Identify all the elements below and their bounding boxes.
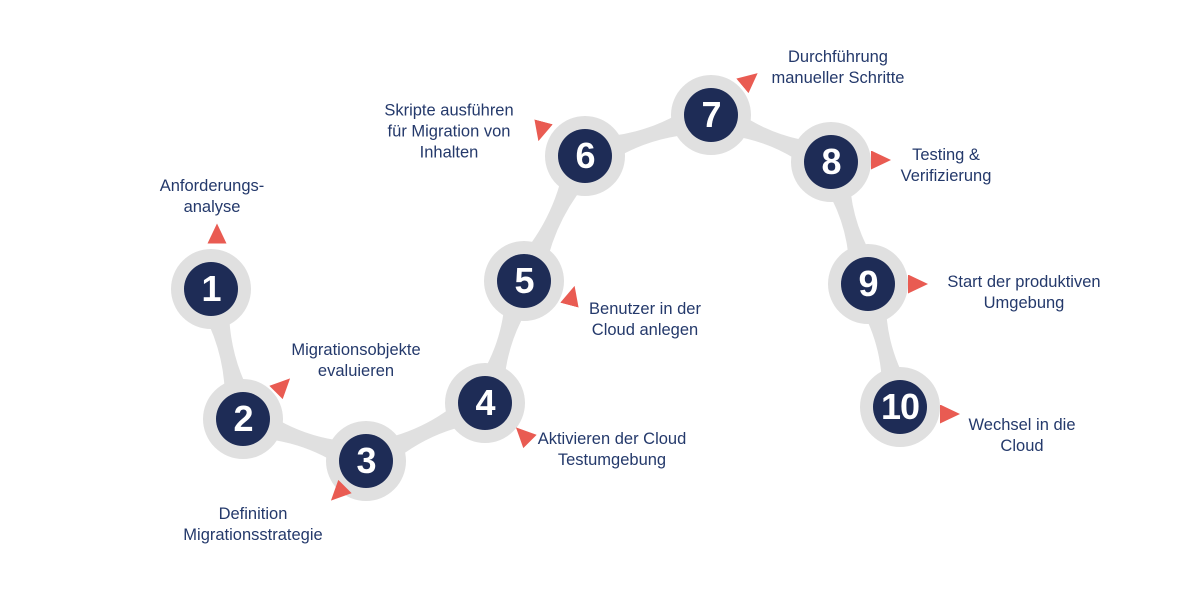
- step-10-node: 10: [873, 380, 927, 434]
- step-5-label: Benutzer in der Cloud anlegen: [589, 300, 701, 339]
- step-1-node: 1: [184, 262, 238, 316]
- step-4-number: 4: [475, 382, 495, 423]
- step-3-node: 3: [339, 434, 393, 488]
- step-7-label: Durchführung manueller Schritte: [771, 48, 905, 87]
- step-9-node: 9: [841, 257, 895, 311]
- step-7-number: 7: [701, 94, 721, 135]
- step-10-label: Wechsel in die Cloud: [968, 416, 1076, 455]
- step-4-node: 4: [458, 376, 512, 430]
- step-2-node: 2: [216, 392, 270, 446]
- step-2-number: 2: [233, 398, 253, 439]
- step-8-label: Testing & Verifizierung: [900, 146, 992, 185]
- step-8-node: 8: [804, 135, 858, 189]
- step-9-label: Start der produktiven Umgebung: [947, 273, 1101, 312]
- step-3-number: 3: [356, 440, 376, 481]
- step-4-label: Aktivieren der Cloud Testumgebung: [537, 430, 687, 469]
- step-8-number: 8: [821, 141, 841, 182]
- step-6-label: Skripte ausführen für Migration von Inha…: [384, 101, 514, 162]
- step-9-number: 9: [858, 263, 878, 304]
- step-10-number: 10: [880, 386, 920, 427]
- step-5-node: 5: [497, 254, 551, 308]
- step-7-node: 7: [684, 88, 738, 142]
- step-5-number: 5: [514, 260, 534, 301]
- step-6-node: 6: [558, 129, 612, 183]
- step-1-label: Anforderungs- analyse: [159, 177, 265, 216]
- step-6-number: 6: [575, 135, 595, 176]
- step-1-number: 1: [201, 268, 221, 309]
- step-3-label: Definition Migrationsstrategie: [183, 505, 323, 544]
- step-2-label: Migrationsobjekte evaluieren: [291, 341, 421, 380]
